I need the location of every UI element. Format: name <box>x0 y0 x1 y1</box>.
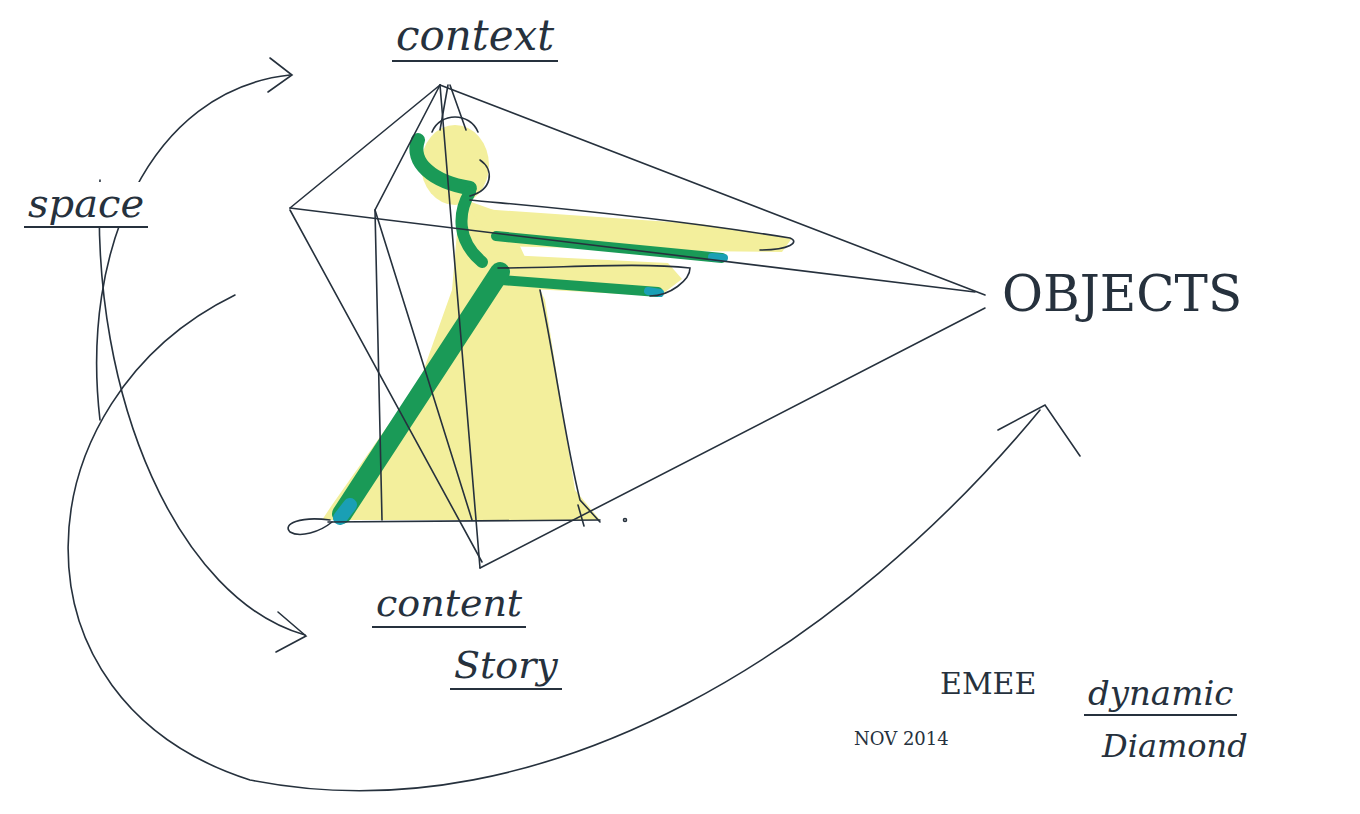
figure-fill <box>322 125 792 520</box>
sketch-label: EMEE <box>936 668 1040 702</box>
sketch-label: context <box>392 14 558 62</box>
sketch-label: OBJECTS <box>998 268 1246 323</box>
sketch-label: Story <box>450 646 562 690</box>
sketch-label: dynamic <box>1084 676 1237 716</box>
sketch-label: space <box>24 182 148 228</box>
sketch-label: NOV 2014 <box>850 730 953 751</box>
figure-strokes <box>342 140 722 514</box>
sketch-label: Diamond <box>1098 730 1252 766</box>
sketch-label: content <box>372 584 526 628</box>
figure-tips <box>340 257 724 518</box>
ink-lines <box>68 58 1080 791</box>
